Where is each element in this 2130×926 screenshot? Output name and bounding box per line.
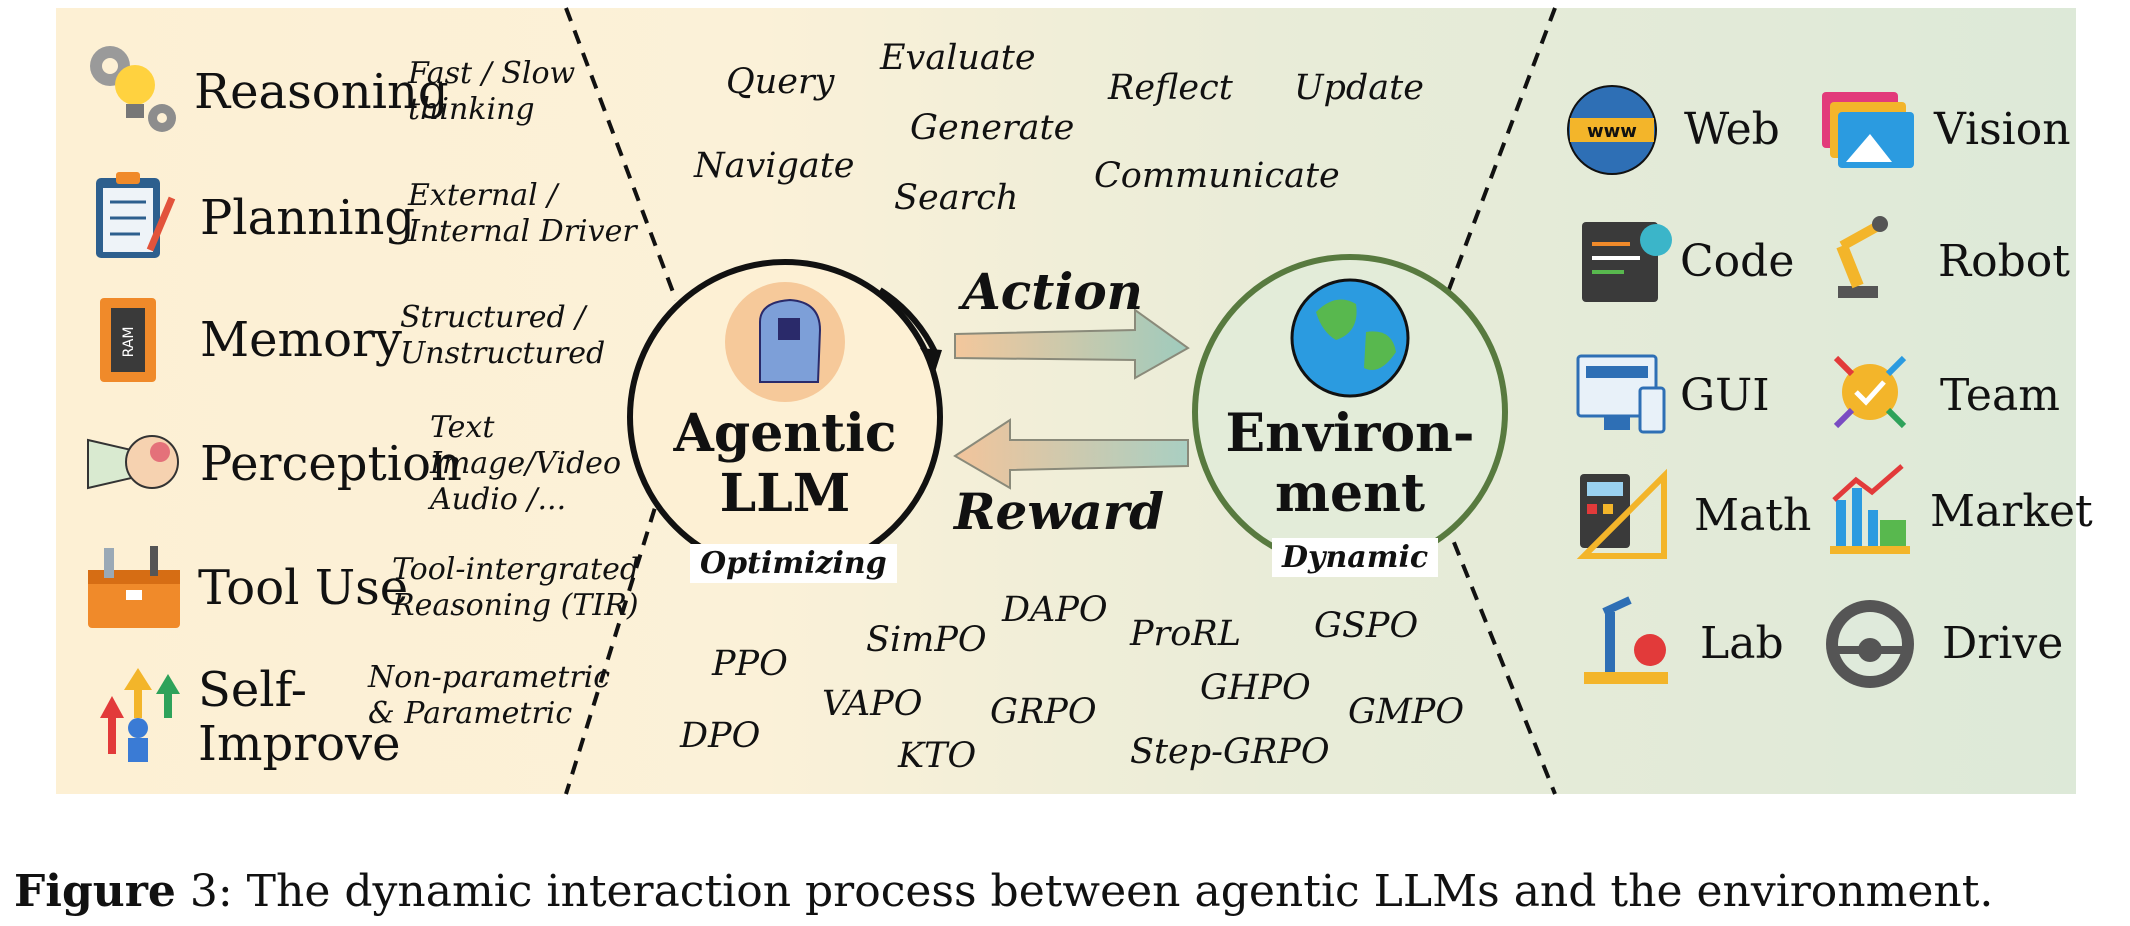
globe-icon [1290,278,1410,398]
caption-prefix: Figure [14,866,176,917]
algo-ppo: PPO [712,644,788,684]
capability-desc-planning: External / Internal Driver [408,178,637,249]
capability-desc-tool-use: Tool-intergrated Reasoning (TIR) [392,552,640,623]
env-label-drive: Drive [1942,618,2064,669]
robot-arm-icon [1836,216,1888,298]
capability-label-memory: Memory [200,312,403,368]
agent-cycle-arrow [878,287,938,354]
ram-chip-icon: RAM [100,298,156,382]
environment-title: Environ- ment [1210,404,1490,524]
toolbox-icon [88,546,180,628]
algo-simpo: SimPO [866,620,987,660]
algo-grpo: GRPO [990,692,1097,732]
algo-vapo: VAPO [822,684,923,724]
agent-title-line2: LLM [719,463,851,524]
left-divider-top [564,7,678,301]
agent-tag-optimizing: Optimizing [690,544,897,583]
right-divider-bottom [1443,519,1557,795]
team-hands-icon [1833,355,1907,429]
env-label-code: Code [1680,236,1795,287]
head-perception-icon [87,435,179,490]
agent-title: Agentic LLM [660,404,910,524]
env-label-vision: Vision [1934,104,2071,155]
algo-step-grpo: Step-GRPO [1130,732,1330,772]
algo-gmpo: GMPO [1348,692,1465,732]
code-editor-icon [1582,222,1672,302]
verb-update: Update [1294,68,1424,108]
verb-navigate: Navigate [694,146,855,186]
verb-query: Query [726,62,835,102]
capability-label-self-improve-line2: Improve [198,716,401,772]
env-label-team: Team [1940,370,2060,421]
svg-text:www: www [1587,121,1637,142]
env-label-gui: GUI [1680,370,1770,421]
right-divider-top [1443,7,1557,301]
capability-label-planning: Planning [200,190,416,246]
environment-title-line1: Environ- [1225,403,1475,464]
capability-desc-reasoning: Fast / Slow thinking [408,56,576,127]
algo-dpo: DPO [680,716,761,756]
reward-arrow [953,418,1189,490]
ai-head-icon [725,282,845,402]
reward-label: Reward [954,482,1165,541]
env-label-robot: Robot [1938,236,2070,287]
algo-gspo: GSPO [1314,606,1419,646]
capability-desc-perception: Text Image/Video Audio /... [430,410,622,517]
env-label-lab: Lab [1700,618,1784,669]
env-label-web: Web [1684,104,1780,155]
capability-desc-self-improve: Non-parametric & Parametric [368,660,611,731]
www-globe-icon: www [1567,85,1657,175]
algo-prorl: ProRL [1130,614,1241,654]
env-label-market: Market [1930,486,2093,537]
capability-label-reasoning: Reasoning [194,64,449,120]
action-label: Action [962,262,1144,321]
steering-wheel-icon [1826,600,1914,688]
svg-text:RAM: RAM [121,327,137,358]
market-chart-icon [1830,464,1910,554]
capability-label-self-improve-line1: Self- [198,662,307,718]
verb-evaluate: Evaluate [880,38,1036,78]
capability-label-perception: Perception [200,436,462,492]
algo-ghpo: GHPO [1200,668,1311,708]
gear-bulb-icon [90,46,176,132]
verb-reflect: Reflect [1108,68,1233,108]
algo-kto: KTO [898,736,977,776]
action-arrow [954,308,1190,380]
environment-tag-dynamic: Dynamic [1272,538,1439,577]
algo-dapo: DAPO [1002,590,1108,630]
microscope-icon [1584,596,1668,684]
self-improve-icon [100,668,180,762]
image-stack-icon [1822,92,1914,168]
verb-communicate: Communicate [1094,156,1340,196]
verb-generate: Generate [910,108,1075,148]
agent-title-line1: Agentic [673,403,897,464]
gui-screens-icon [1576,354,1666,434]
verb-search: Search [894,178,1019,218]
caption-text: 3: The dynamic interaction process betwe… [175,866,1994,917]
calculator-ruler-icon [1576,468,1667,559]
environment-title-line2: ment [1275,463,1425,524]
figure-caption: Figure 3: The dynamic interaction proces… [14,866,1993,917]
env-label-math: Math [1694,490,1812,541]
clipboard-pen-icon [96,172,176,258]
capability-label-tool-use: Tool Use [198,560,409,616]
capability-desc-memory: Structured / Unstructured [400,300,606,371]
background-panel [56,8,2076,794]
agent-cycle-arrowhead [920,348,942,372]
